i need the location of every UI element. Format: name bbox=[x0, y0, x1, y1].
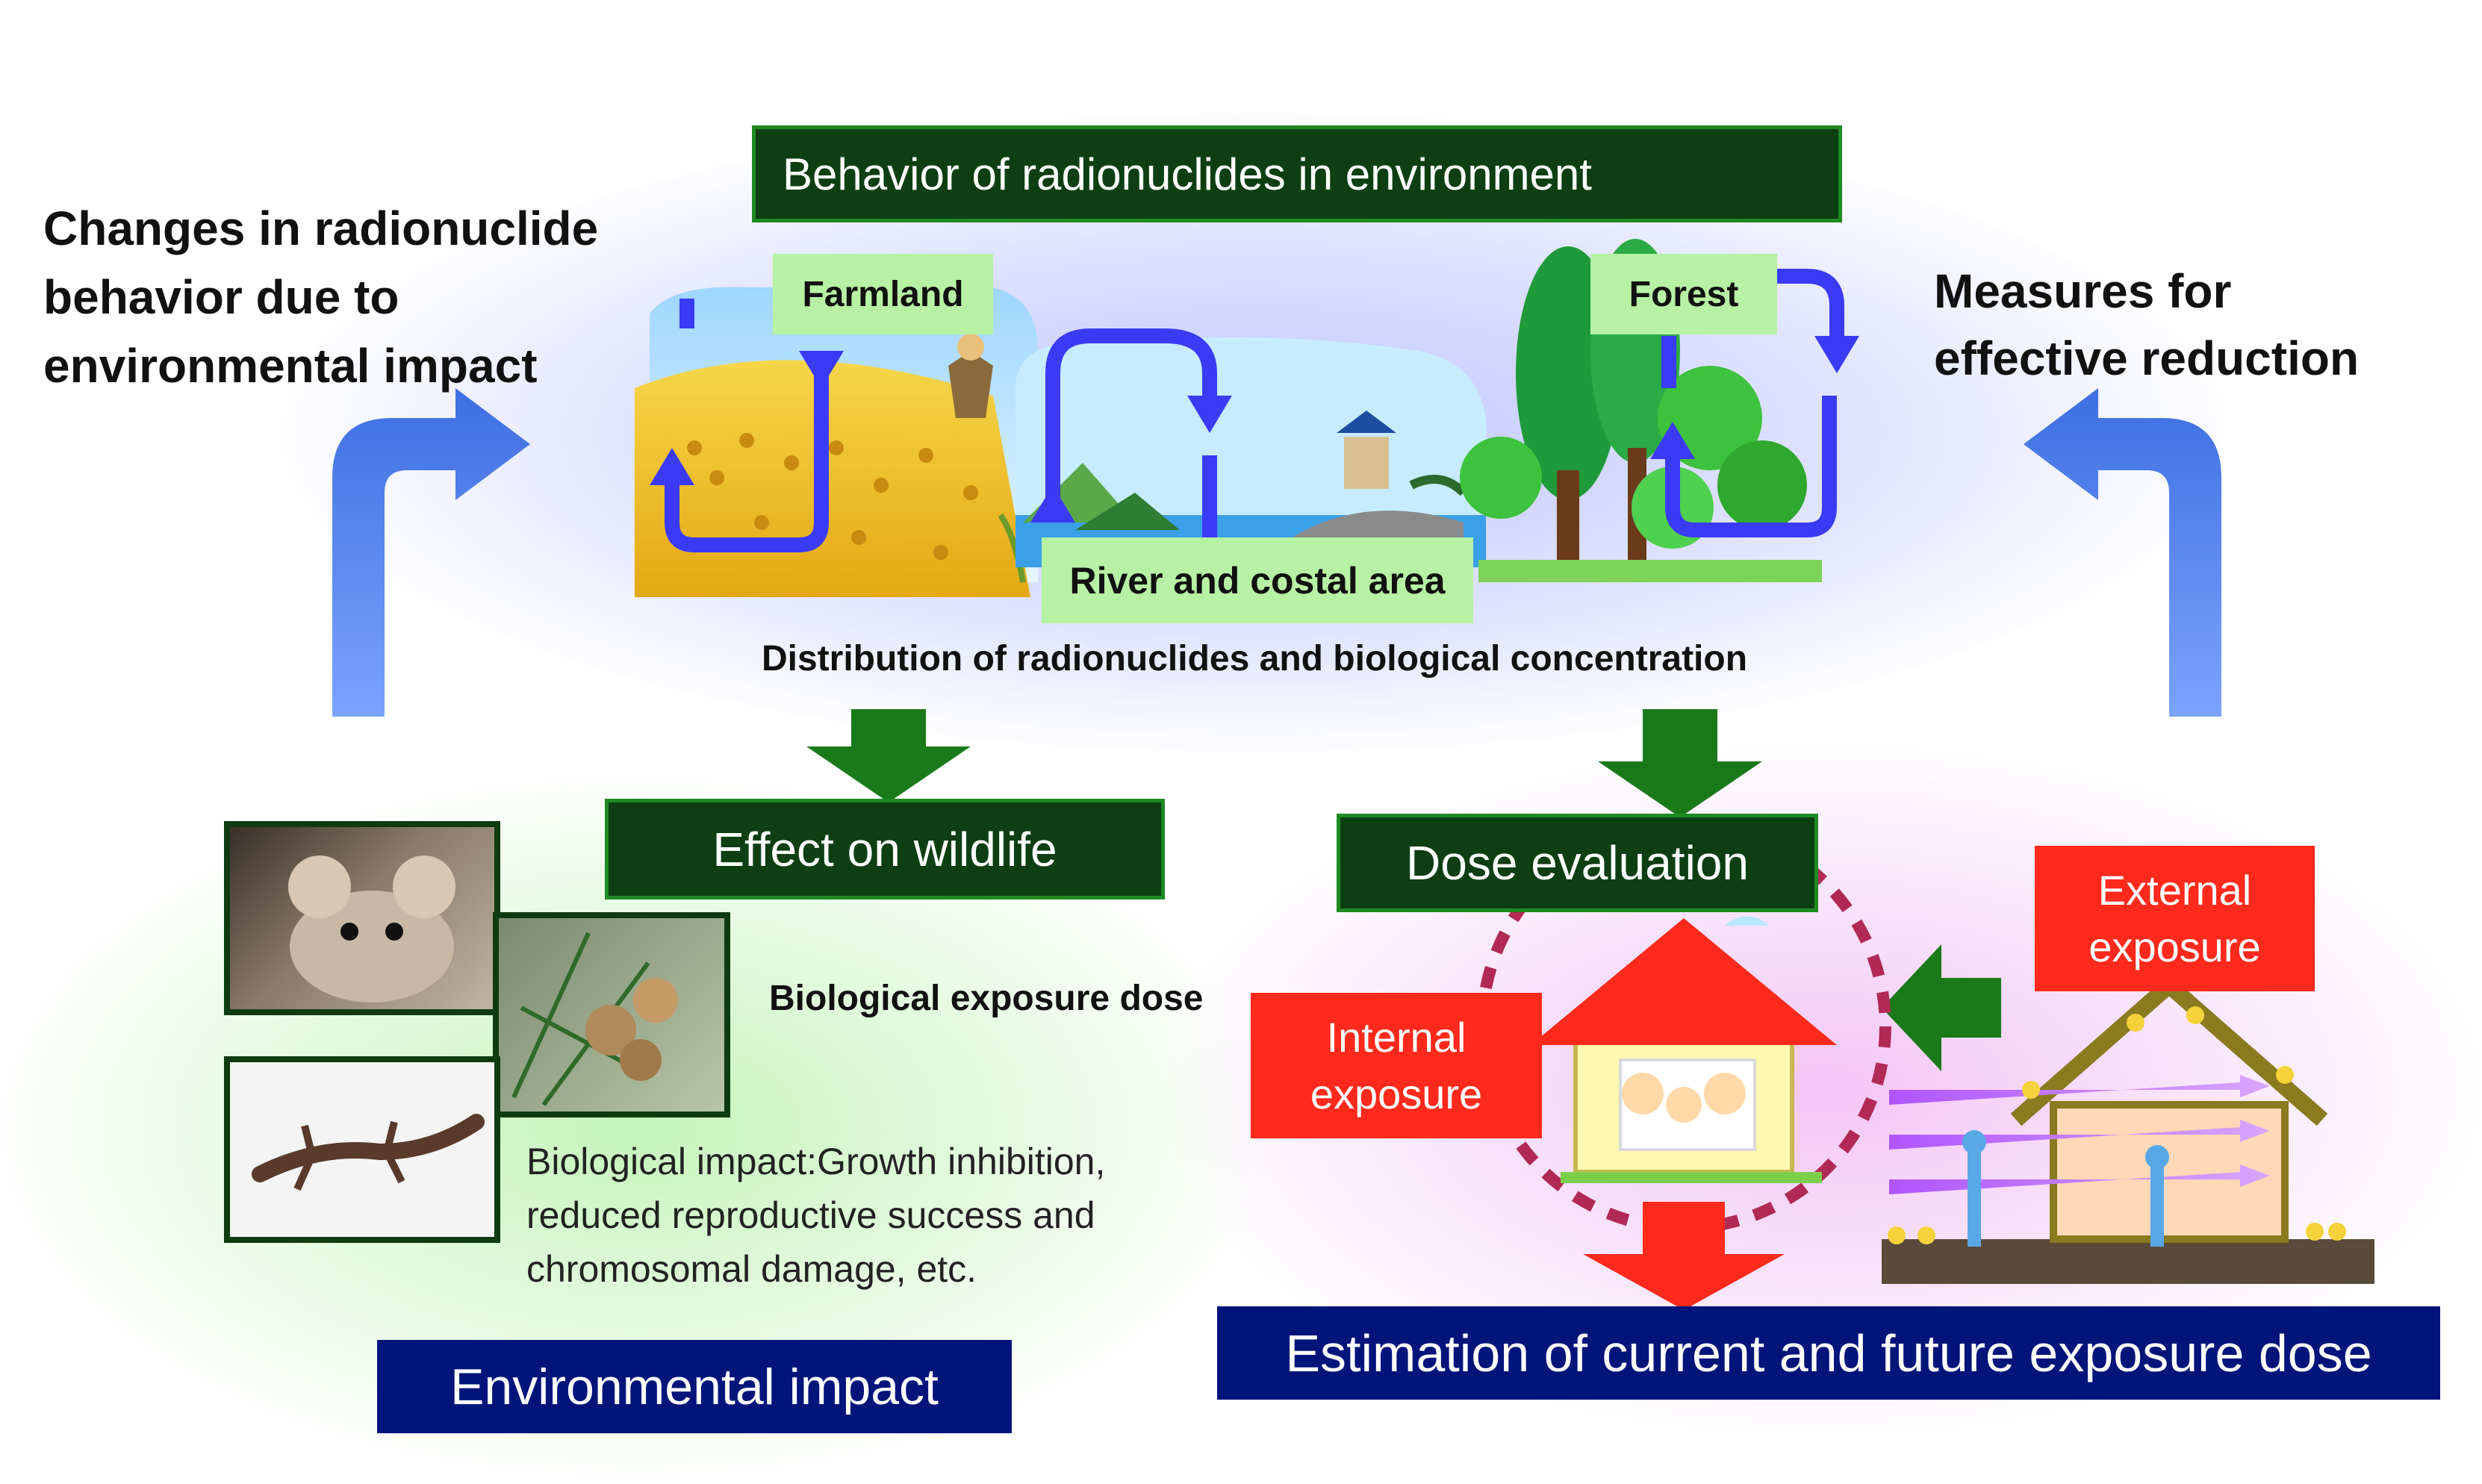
left-curved-arrow-icon bbox=[332, 388, 530, 717]
left-heading-line: behavior due to bbox=[43, 270, 399, 324]
right-heading-line: effective reduction bbox=[1934, 331, 2360, 385]
down-arrow-dose-icon bbox=[1598, 709, 1762, 817]
biological-impact-text: Biological impact:Growth inhibition, red… bbox=[526, 1135, 1105, 1296]
estimation-footer: Estimation of current and future exposur… bbox=[1217, 1306, 2440, 1400]
left-heading-line: environmental impact bbox=[43, 339, 538, 393]
down-arrow-wildlife-icon bbox=[806, 709, 971, 802]
cedar-cone-icon bbox=[511, 932, 678, 1106]
impact-line-1: :Growth inhibition, bbox=[806, 1141, 1106, 1182]
farmland-cycle-arrow-icon bbox=[665, 299, 829, 552]
wildlife-title: Effect on wildlife bbox=[605, 799, 1165, 900]
forest-cycle-arrow-icon bbox=[1661, 269, 1844, 537]
forest-label: Forest bbox=[1590, 254, 1777, 334]
river-coastal-illustration bbox=[1015, 337, 1487, 567]
right-curved-arrow-icon bbox=[2024, 388, 2221, 717]
biological-exposure-dose: Biological exposure dose bbox=[769, 979, 1204, 1018]
farmland-label: Farmland bbox=[773, 254, 993, 334]
house-illustration bbox=[1531, 916, 1837, 1183]
river-label: River and costal area bbox=[1042, 537, 1473, 623]
dose-evaluation-title: Dose evaluation bbox=[1337, 814, 1818, 912]
right-heading-line: Measures for bbox=[1934, 264, 2232, 318]
environmental-impact-footer: Environmental impact bbox=[377, 1340, 1012, 1433]
river-cycle-arrow-icon bbox=[1045, 328, 1217, 537]
external-exposure-line: External bbox=[2097, 866, 2252, 914]
left-arrow-external-icon bbox=[1882, 944, 2001, 1071]
impact-label: Biological impact bbox=[526, 1141, 807, 1182]
distribution-caption: Distribution of radionuclides and biolog… bbox=[761, 639, 1748, 679]
page-title: Behavior of radionuclides in environment bbox=[752, 125, 1842, 222]
impact-line-2: reduced reproductive success and bbox=[526, 1194, 1095, 1236]
impact-line-3: chromosomal damage, etc. bbox=[526, 1248, 977, 1290]
internal-exposure-box: Internal exposure bbox=[1251, 993, 1542, 1138]
impact-line: Biological impact:Growth inhibition, bbox=[526, 1135, 1105, 1188]
external-exposure-line: exposure bbox=[2088, 923, 2261, 970]
cedar-photo bbox=[493, 912, 730, 1117]
mouse-photo bbox=[224, 821, 500, 1015]
salamander-photo bbox=[224, 1056, 500, 1243]
external-exposure-box: External exposure bbox=[2035, 846, 2315, 991]
right-heading: Measures for effective reduction bbox=[1934, 258, 2359, 392]
left-heading-line: Changes in radionuclide bbox=[43, 202, 599, 255]
down-arrow-estimation-icon bbox=[1583, 1202, 1785, 1310]
mouse-icon bbox=[288, 855, 455, 1003]
internal-exposure-line: Internal bbox=[1326, 1013, 1467, 1061]
left-heading: Changes in radionuclide behavior due to … bbox=[43, 194, 598, 400]
internal-exposure-line: exposure bbox=[1310, 1070, 1483, 1117]
salamander-icon bbox=[252, 1114, 485, 1191]
